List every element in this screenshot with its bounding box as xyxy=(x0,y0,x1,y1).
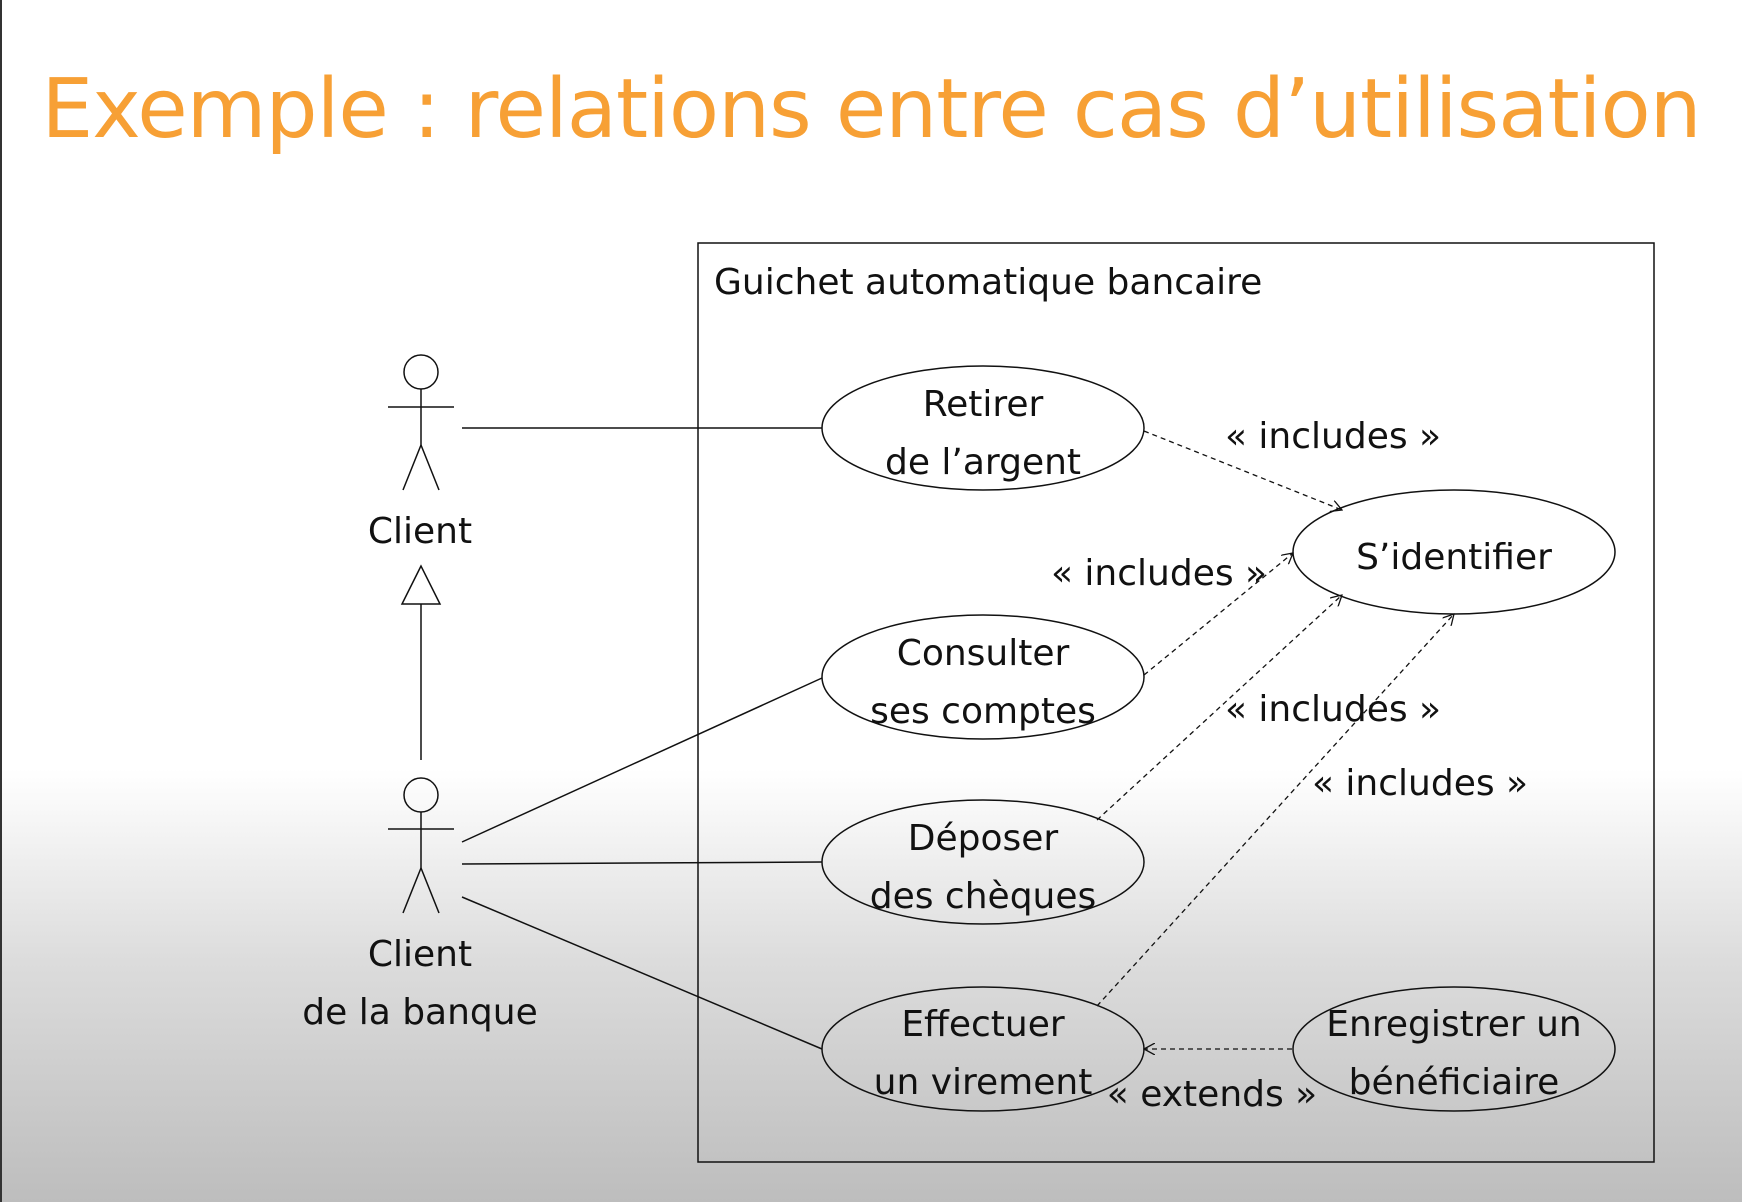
association-client-banque-virement xyxy=(461,896,823,1050)
use-case-retirer: Retirer de l’argent xyxy=(821,365,1145,491)
actor-client-head xyxy=(403,354,439,390)
use-case-deposer-ellipse xyxy=(821,799,1145,925)
use-case-identifier: S’identifier xyxy=(1292,489,1616,615)
use-case-beneficiaire-line1: Enregistrer un xyxy=(1326,1004,1581,1045)
include-label-virement: « includes » xyxy=(1312,763,1528,804)
system-boundary xyxy=(697,242,1655,1163)
use-case-virement: Effectuer un virement xyxy=(821,986,1145,1112)
use-case-virement-line1: Effectuer xyxy=(901,1004,1065,1045)
use-case-virement-ellipse xyxy=(821,986,1145,1112)
use-case-virement-line2: un virement xyxy=(874,1062,1093,1103)
use-case-deposer-line1: Déposer xyxy=(908,818,1059,859)
use-case-beneficiaire-ellipse xyxy=(1292,986,1616,1112)
use-case-retirer-ellipse xyxy=(821,365,1145,491)
include-virement-identifier xyxy=(1096,614,1454,1007)
use-case-consulter-line1: Consulter xyxy=(897,633,1070,674)
association-client-banque-deposer xyxy=(461,861,823,865)
actor-client-banque xyxy=(388,777,454,914)
actor-client-left-leg xyxy=(402,444,422,491)
actor-client-banque-head xyxy=(403,777,439,813)
use-case-identifier-ellipse xyxy=(1292,489,1616,615)
associations xyxy=(461,427,823,1050)
use-case-consulter-line2: ses comptes xyxy=(870,691,1096,732)
actor-client-banque-label-line2: de la banque xyxy=(302,992,538,1033)
include-deposer-identifier xyxy=(1096,595,1342,821)
use-case-beneficiaire-line2: bénéficiaire xyxy=(1349,1062,1560,1103)
use-case-consulter: Consulter ses comptes xyxy=(821,614,1145,740)
generalization-arrowhead xyxy=(400,564,442,605)
system-name: Guichet automatique bancaire xyxy=(714,262,1262,303)
include-label-deposer: « includes » xyxy=(1225,689,1441,730)
include-label-retirer: « includes » xyxy=(1225,416,1441,457)
use-case-beneficiaire: Enregistrer un bénéficiaire xyxy=(1292,986,1616,1112)
actor-client-banque-label-line1: Client xyxy=(368,934,472,975)
actor-client-right-leg xyxy=(420,444,440,491)
use-case-identifier-line1: S’identifier xyxy=(1356,537,1552,578)
use-case-deposer: Déposer des chèques xyxy=(821,799,1145,925)
use-case-deposer-line2: des chèques xyxy=(870,876,1097,917)
actor-client-banque-left-leg xyxy=(402,867,422,914)
slide-title: Exemple : relations entre cas d’utilisat… xyxy=(41,62,1701,157)
extend-label: « extends » xyxy=(1107,1074,1317,1115)
actor-client-label: Client xyxy=(368,511,472,552)
use-case-retirer-line1: Retirer xyxy=(923,384,1044,425)
use-case-consulter-ellipse xyxy=(821,614,1145,740)
window-left-border xyxy=(0,0,2,1202)
dependencies xyxy=(1096,430,1454,1049)
include-label-consulter: « includes » xyxy=(1051,553,1267,594)
actor-client-banque-right-leg xyxy=(420,867,440,914)
use-case-retirer-line2: de l’argent xyxy=(885,442,1081,483)
actor-client xyxy=(388,354,454,491)
association-client-banque-consulter xyxy=(461,677,823,843)
